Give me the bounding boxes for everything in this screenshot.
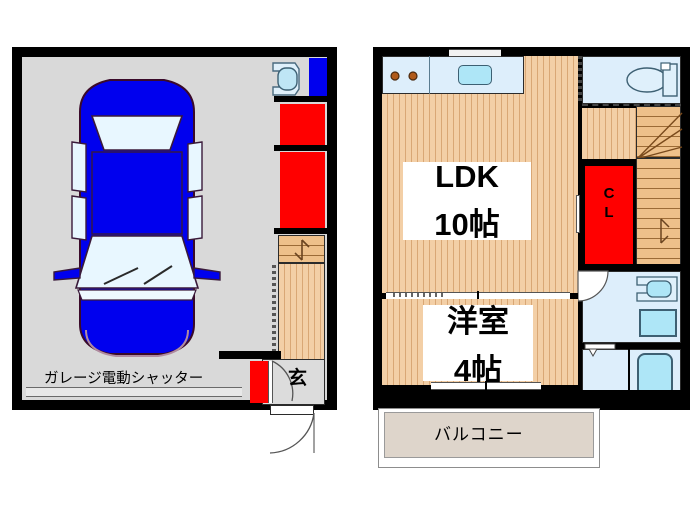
sliding-door-track [389,293,445,297]
closet-cl-line1: C [603,185,615,202]
washbasin [635,275,679,303]
hall-top-dash [582,104,681,106]
divider-wall-2 [274,145,327,151]
stairs-run [636,158,681,265]
ldk-hall-separator [578,56,582,104]
right-bottom-wall [373,390,690,410]
garage-stair-landing [278,235,325,263]
toilet-fixture [625,59,679,101]
garage-blue-panel [309,58,327,100]
kitchen-stove [386,69,426,83]
front-door-swing [268,412,318,461]
entry-door-swing-inner [270,359,312,405]
ldk-label-box: LDK 10帖 [403,158,531,242]
ldk-door-gap [576,195,580,233]
garage-closet-lower [280,152,325,228]
closet-cl-line2: L [604,203,614,221]
entry-shoe-closet [250,361,268,403]
bedroom-label: 洋室 [447,304,509,339]
garage-stairs [278,263,325,365]
closet-cl-label: C L [585,185,633,223]
garage-shutter-label: ガレージ電動シャッター [44,371,204,387]
bath-divider-wall [578,343,681,349]
washer-space [639,309,677,337]
balcony-floor [384,412,594,458]
bath-door [584,343,616,358]
entrance-label: 玄 [288,368,308,389]
ldk-label: LDK [435,158,499,194]
right-floor-plan: LDK 10帖 [373,47,690,410]
closet-top-wall [578,159,636,166]
balcony: バルコニー [378,408,600,468]
front-door [270,405,314,415]
garage-toilet [269,57,305,97]
entry-top-wall [219,351,281,359]
bath-top-wall [578,264,681,271]
stair-rail [272,265,276,359]
left-floor-plan: 玄 ガレージ電動シャッター [12,47,337,454]
stairs-winder [636,106,683,160]
garage-shutter [26,387,242,397]
closet-cl [585,166,633,264]
bathtub [637,353,673,397]
counter-divider [429,56,430,94]
divider-wall-1 [274,96,327,102]
divider-wall-3 [274,228,327,234]
kitchen-sink [458,65,492,85]
washroom-door-swing [577,270,614,305]
kitchen-window [449,49,501,57]
bedroom-label-box: 洋室 4帖 [423,304,533,388]
balcony-window-handle [485,381,487,391]
car [52,72,222,362]
closet-left-wall [578,159,584,265]
balcony-label: バルコニー [434,425,524,444]
ldk-size: 10帖 [434,206,500,242]
hall-floor [582,108,644,159]
bath-vertical-divider [628,349,630,401]
garage-closet-upper [280,104,325,145]
entry-door-panel [268,361,273,403]
sliding-door-handle [477,291,479,301]
